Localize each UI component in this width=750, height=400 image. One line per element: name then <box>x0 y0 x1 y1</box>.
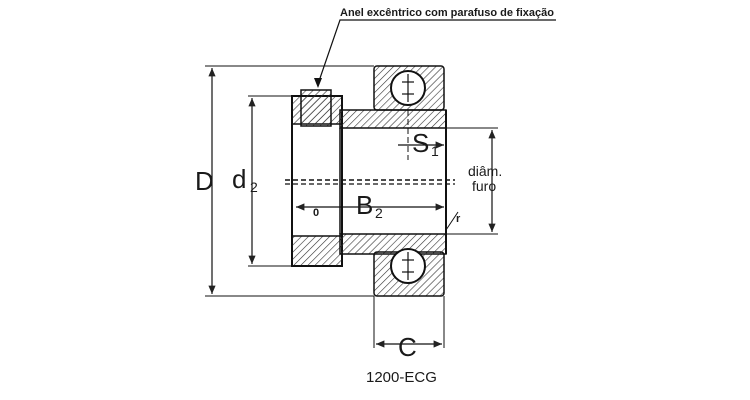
label-d2: d <box>232 164 246 194</box>
dimension-d2 <box>248 95 292 267</box>
eccentric-collar <box>291 89 343 267</box>
callout-leader <box>314 19 556 88</box>
label-S1-sub: 1 <box>431 143 439 159</box>
label-bore-line2: furo <box>472 178 496 194</box>
label-r: r <box>456 213 461 225</box>
label-B2: B <box>356 190 373 220</box>
dimension-D <box>205 65 374 297</box>
label-bore-line1: diâm. <box>468 163 502 179</box>
dimension-C <box>373 296 445 348</box>
r-leader <box>445 211 459 231</box>
dimension-bore <box>446 127 498 235</box>
label-d2-sub: 2 <box>250 179 258 195</box>
outer-ring-bottom <box>373 248 445 297</box>
inner-ring <box>339 109 447 255</box>
model-caption: 1200-ECG <box>366 369 437 386</box>
dimension-S1 <box>398 110 444 160</box>
label-S1: S <box>412 128 429 158</box>
label-zero: 0 <box>313 207 319 219</box>
outer-ring-top <box>373 65 445 111</box>
label-C: C <box>398 332 417 362</box>
label-D: D <box>195 166 214 196</box>
callout-label: Anel excêntrico com parafuso de fixação <box>340 7 554 19</box>
label-B2-sub: 2 <box>375 205 383 221</box>
